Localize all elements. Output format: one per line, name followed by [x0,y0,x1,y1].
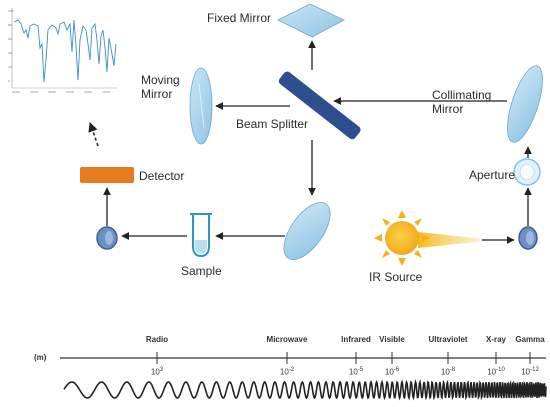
data-to-spectrum-arrow [88,122,99,147]
spectrum-region-microwave: Microwave [266,335,308,344]
detector-label: Detector [139,169,185,183]
spectrum-wavelength-microwave: 10-2 [279,367,295,377]
spectrum-wavelength-x-ray: 10-10 [487,367,505,377]
svg-text:60: 60 [8,37,12,41]
fixed-mirror-label: Fixed Mirror [207,11,272,25]
moving-mirror-label: Moving Mirror [141,73,180,101]
spectrum-region-ultraviolet: Ultraviolet [428,335,468,344]
spectrum-line [13,19,117,83]
svg-text:20: 20 [8,65,12,69]
detector [80,167,134,183]
ir-spectrum-thumbnail: 100 80 60 40 20 0 4000 3500 3000 2500 2000 1500 [5,2,121,99]
collimating-mirror-label: Collimating Mirror [432,88,492,116]
spectrum-region-x-ray: X-ray [485,335,507,344]
svg-text:2500: 2500 [66,90,74,94]
sample-label: Sample [181,264,222,278]
spectrum-region-radio: Radio [145,335,169,344]
fixed-mirror [277,3,345,38]
svg-text:40: 40 [8,51,12,55]
svg-text:80: 80 [8,23,12,27]
spectrum-region-visible: Visible [379,335,405,344]
aperture-label: Aperture [469,168,516,182]
ir-source-label: IR Source [369,270,423,284]
spectrum-wavelength-infrared: 10-5 [348,367,364,377]
spectrum-wavelength-visible: 10-6 [384,367,400,377]
ir-source [374,210,495,266]
collimating-mirror [507,65,543,143]
em-wave [63,378,547,401]
svg-text:3500: 3500 [30,90,38,94]
beam-splitter [278,71,361,140]
beam-splitter-label: Beam Splitter [236,117,309,131]
spectrum-wavelength-radio: 103 [150,367,164,377]
svg-text:4000: 4000 [12,90,20,94]
svg-text:0: 0 [8,79,10,83]
focusing-mirror [283,202,331,260]
svg-text:100: 100 [8,9,14,13]
spectrum-region-infrared: Infrared [341,335,371,344]
sample-tube [190,213,212,258]
spectrum-unit-label: (m) [34,353,47,362]
svg-text:3000: 3000 [48,90,56,94]
svg-text:1500: 1500 [102,90,110,94]
spectrum-wavelength-ultraviolet: 10-8 [440,367,456,377]
svg-text:2000: 2000 [84,90,92,94]
spectrum-wavelength-gamma: 10-12 [521,367,539,377]
spectrum-region-gamma: Gamma [515,335,545,344]
